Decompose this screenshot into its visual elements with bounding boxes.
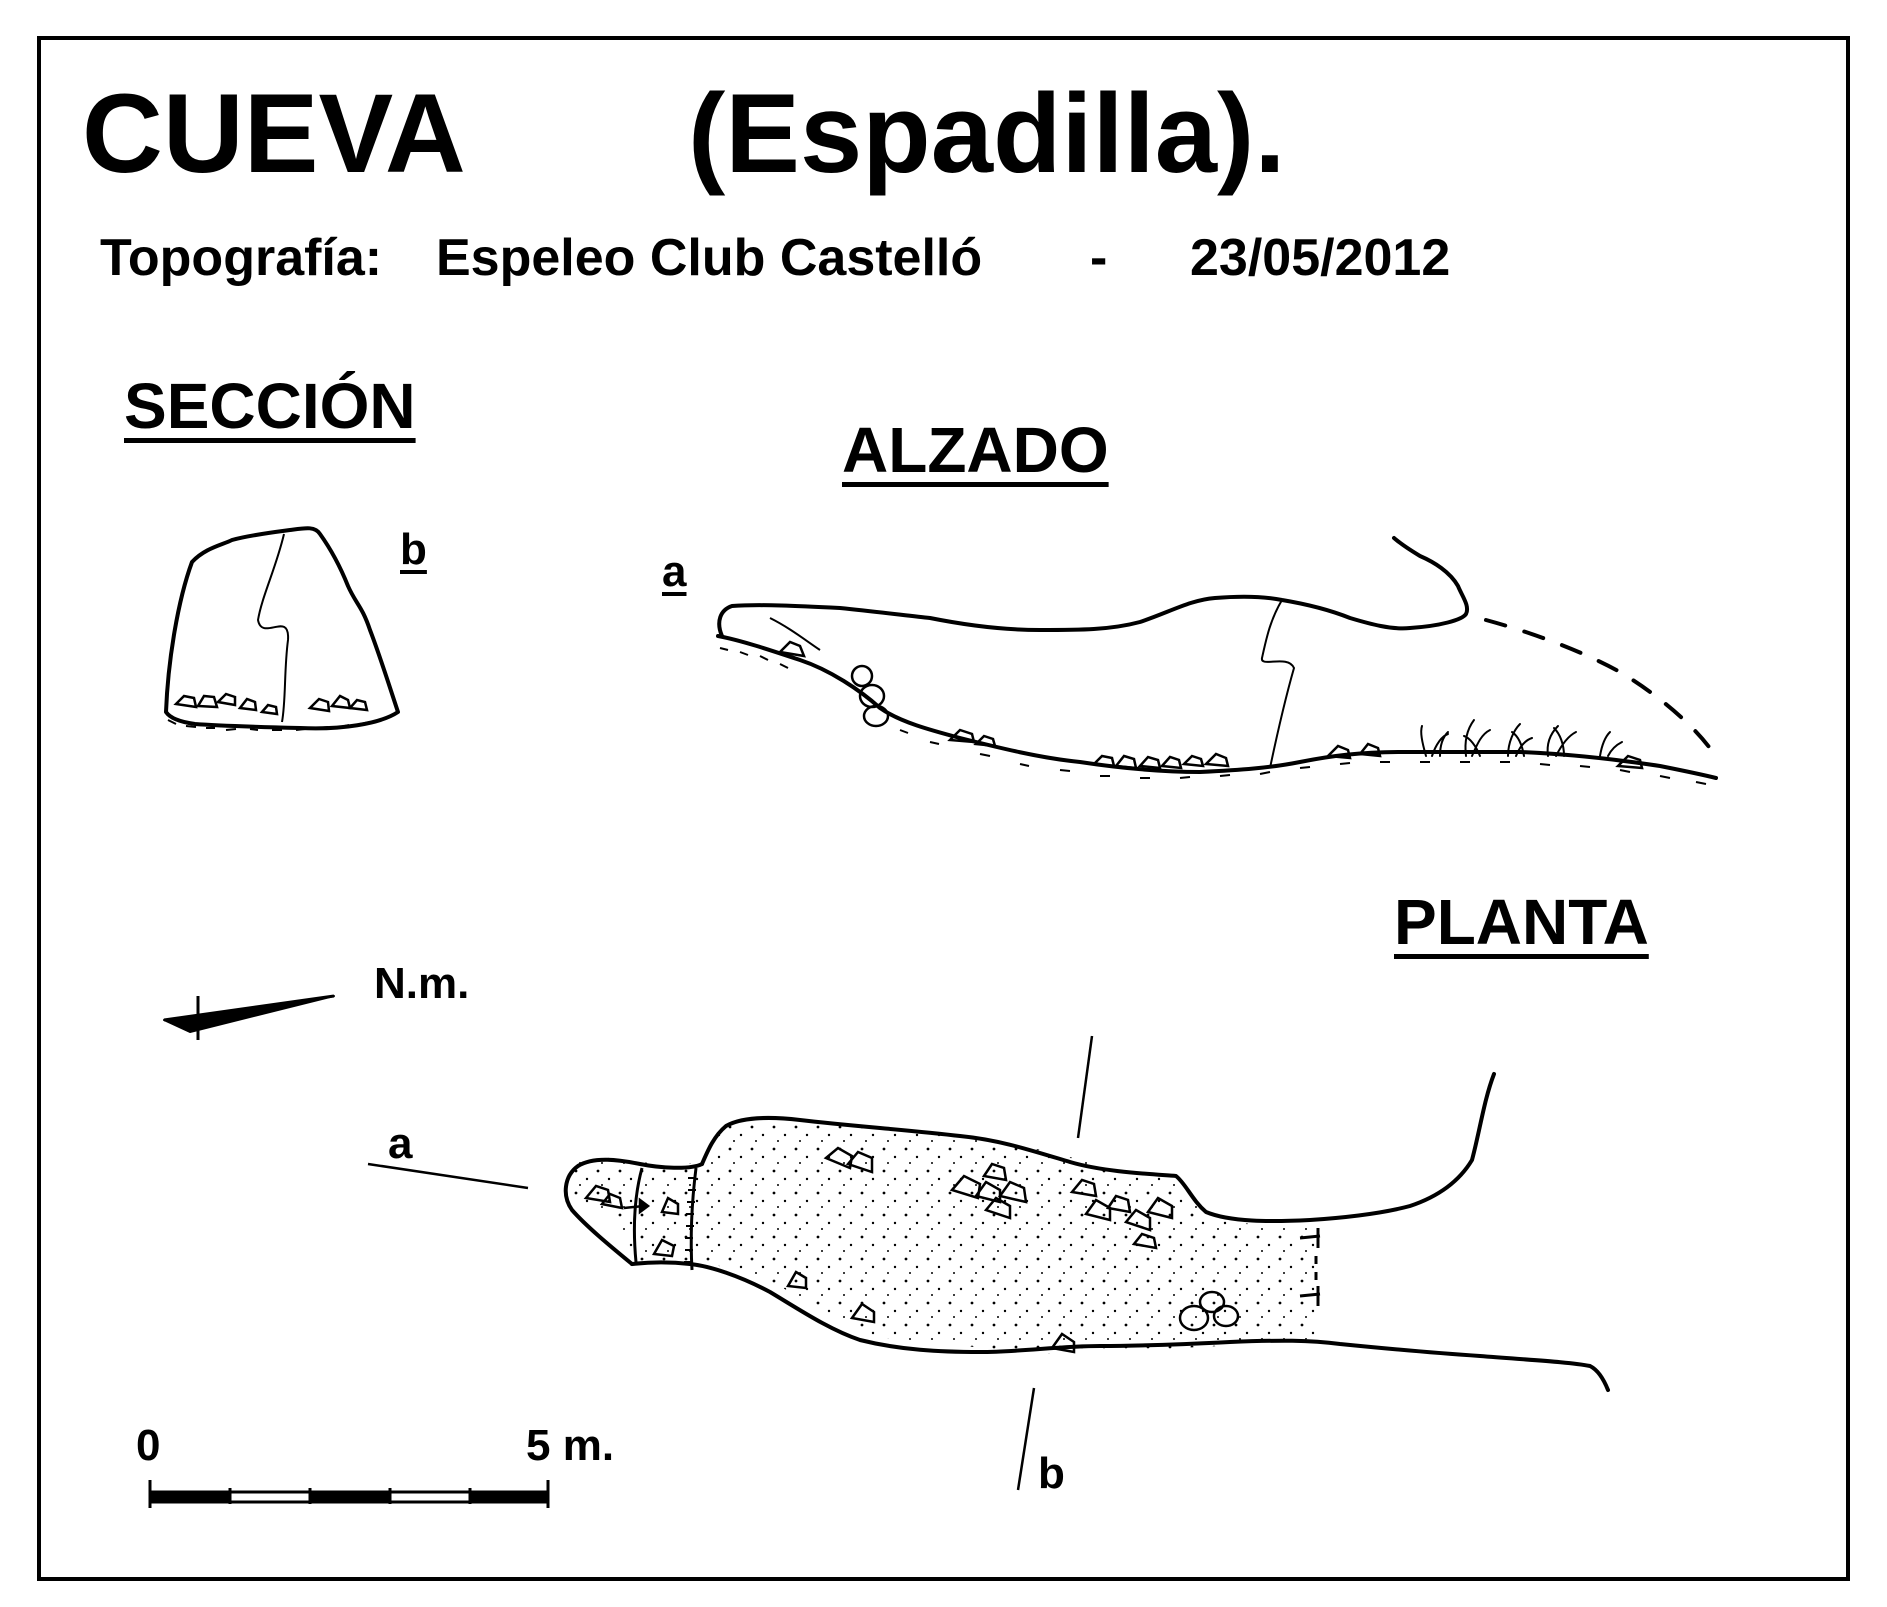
section-line-b [1016, 1035, 1094, 1491]
plan-cave-outline [563, 1072, 1610, 1392]
cross-section-outline [164, 526, 400, 731]
map-frame [37, 36, 1850, 1581]
elevation-view-heading: ALZADO [842, 414, 1109, 486]
scale-start-label: 0 [136, 1421, 161, 1470]
plan-step-ticks [684, 1177, 696, 1263]
elevation-ground-stipple [719, 647, 1707, 785]
elevation-floor-line [716, 634, 1718, 780]
survey-label: Topografía: [100, 229, 383, 287]
plan-inner-arrow [623, 1197, 651, 1215]
north-label: N.m. [374, 959, 470, 1008]
elevation-inner-lines [769, 599, 1296, 769]
section-line-a [367, 1162, 529, 1190]
section-marker-b: b [400, 525, 427, 574]
plan-view-heading: PLANTA [1394, 886, 1649, 958]
elevation-vegetation [1420, 719, 1623, 757]
cross-section-floor-blocks [173, 692, 369, 716]
section-view-heading: SECCIÓN [124, 370, 416, 442]
magnetic-north-arrow-icon [163, 994, 335, 1040]
cave-name: (Espadilla). [688, 71, 1286, 196]
cross-section-ground-stipple [167, 716, 389, 731]
scale-end-label: 5 m. [526, 1421, 615, 1470]
plan-ledge-markers [1299, 1228, 1321, 1306]
survey-separator: - [1090, 229, 1108, 287]
cross-section-inner-line [256, 533, 290, 723]
plan-marker-b: b [1038, 1449, 1065, 1498]
plan-boulders [583, 1146, 1240, 1354]
survey-author: Espeleo Club Castelló [436, 229, 983, 287]
elevation-boulders [777, 640, 1644, 770]
plan-cave-floor [566, 1118, 1320, 1354]
survey-date: 23/05/2012 [1190, 229, 1451, 287]
cave-title: CUEVA [82, 71, 466, 196]
elevation-marker-a: a [662, 547, 687, 596]
elevation-ceiling-line [717, 536, 1469, 638]
scale-bar [148, 1480, 550, 1508]
plan-marker-a: a [388, 1119, 413, 1168]
elevation-dashed-continuation [1484, 618, 1720, 762]
